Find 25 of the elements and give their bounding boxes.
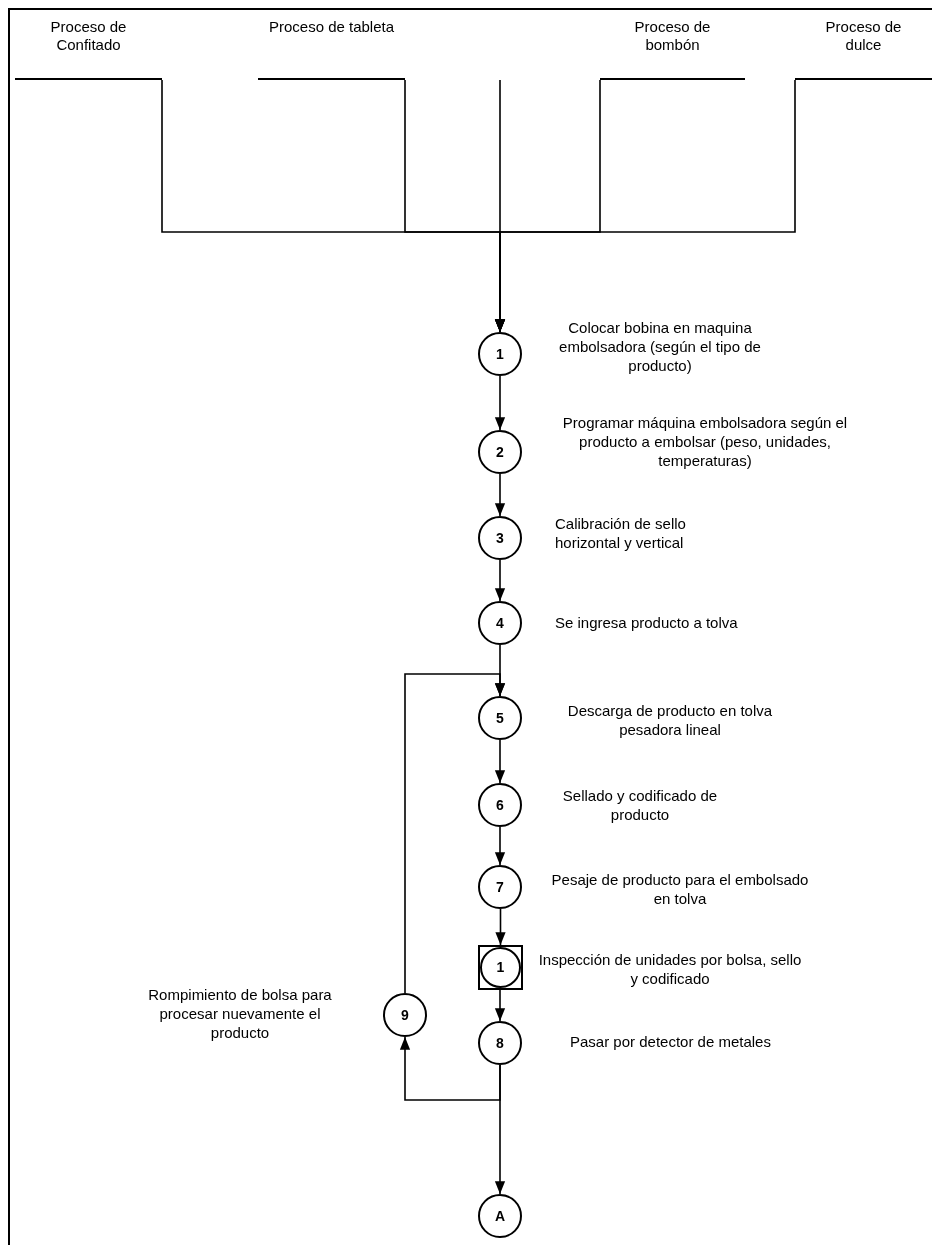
- process-source-label: Proceso de tableta: [258, 4, 405, 80]
- process-source-label: Proceso de Confitado: [15, 4, 162, 80]
- arrow: [494, 826, 506, 866]
- step-description: Calibración de sello horizontal y vertical: [555, 514, 687, 552]
- arrow: [494, 79, 506, 333]
- step-description: Pesaje de producto para el embolsado en tolva: [550, 870, 810, 908]
- arrow: [494, 739, 506, 784]
- arrow: [399, 1036, 501, 1101]
- process-source-label: Proceso de bombón: [600, 4, 745, 80]
- step-description: Se ingresa producto a tolva: [555, 613, 739, 632]
- arrow: [494, 559, 506, 602]
- arrow: [494, 473, 506, 517]
- arrow: [494, 989, 506, 1022]
- arrow: [404, 673, 506, 994]
- step-description: Colocar bobina en maquina embolsadora (según el tipo de producto): [558, 318, 762, 375]
- step-description: Sellado y codificado de producto: [561, 786, 719, 824]
- step-description: Descarga de producto en tolva pesadora lineal: [566, 701, 774, 739]
- step-description: Programar máquina embolsadora según el producto a embolsar (peso, unidades, temperaturas): [561, 413, 849, 470]
- arrow: [494, 375, 506, 431]
- step-description: Pasar por detector de metales: [570, 1032, 772, 1051]
- step-description: Inspección de unidades por bolsa, sello y codificado: [537, 950, 803, 988]
- step-description: Rompimiento de bolsa para procesar nuevamente el producto: [147, 985, 333, 1042]
- inspection-symbol: 1: [478, 945, 523, 990]
- arrow: [495, 908, 506, 946]
- process-source-label: Proceso de dulce: [795, 4, 932, 80]
